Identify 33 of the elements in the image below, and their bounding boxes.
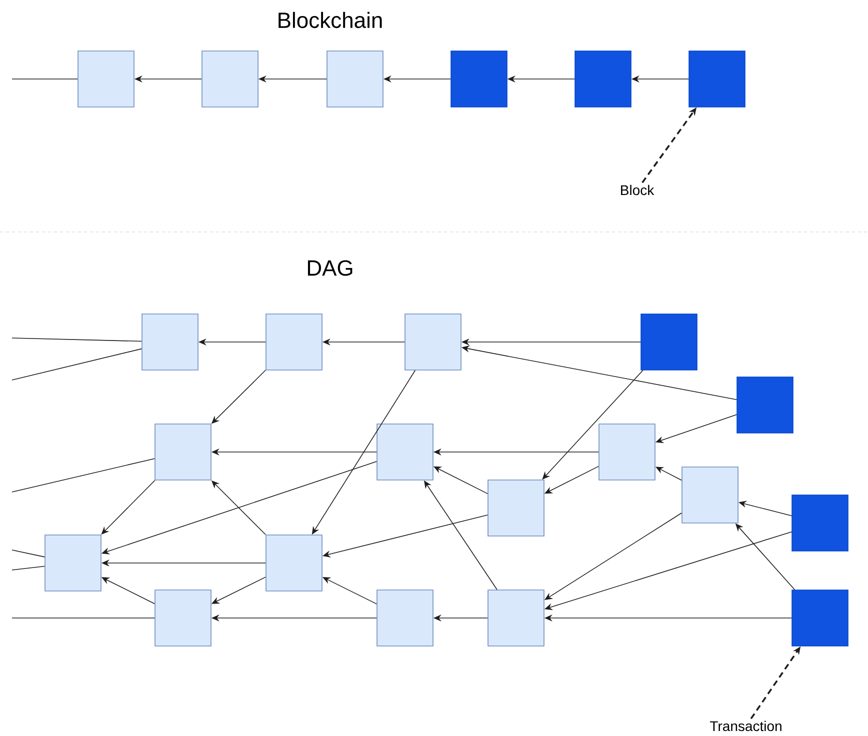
block-box [792,590,848,646]
line [12,348,142,380]
block-box [326,50,384,108]
block-box [736,376,794,434]
block-box [640,314,698,370]
line [12,338,142,342]
block-box [154,590,212,646]
block-box [792,494,848,552]
block-box [688,50,746,108]
line [12,458,155,492]
node-label: Block [621,184,654,196]
block-box [154,424,212,480]
block-box [266,314,322,370]
block-box [682,466,738,524]
block-box [78,50,134,108]
block-box [202,50,258,108]
line [12,550,45,558]
block-box [488,480,544,536]
heading: Blockchain [278,12,382,28]
node-label: Transaction [710,720,782,732]
block-box [450,50,508,108]
block-box [598,424,656,480]
block-box [376,424,434,480]
block-box [266,534,322,592]
block-box [488,590,544,646]
block-box [574,50,632,108]
block-box [44,534,102,592]
block-box [142,314,198,370]
block-box [404,314,462,370]
heading: DAG [308,260,352,276]
line [12,566,45,570]
line [12,78,78,80]
block-box [376,590,434,646]
